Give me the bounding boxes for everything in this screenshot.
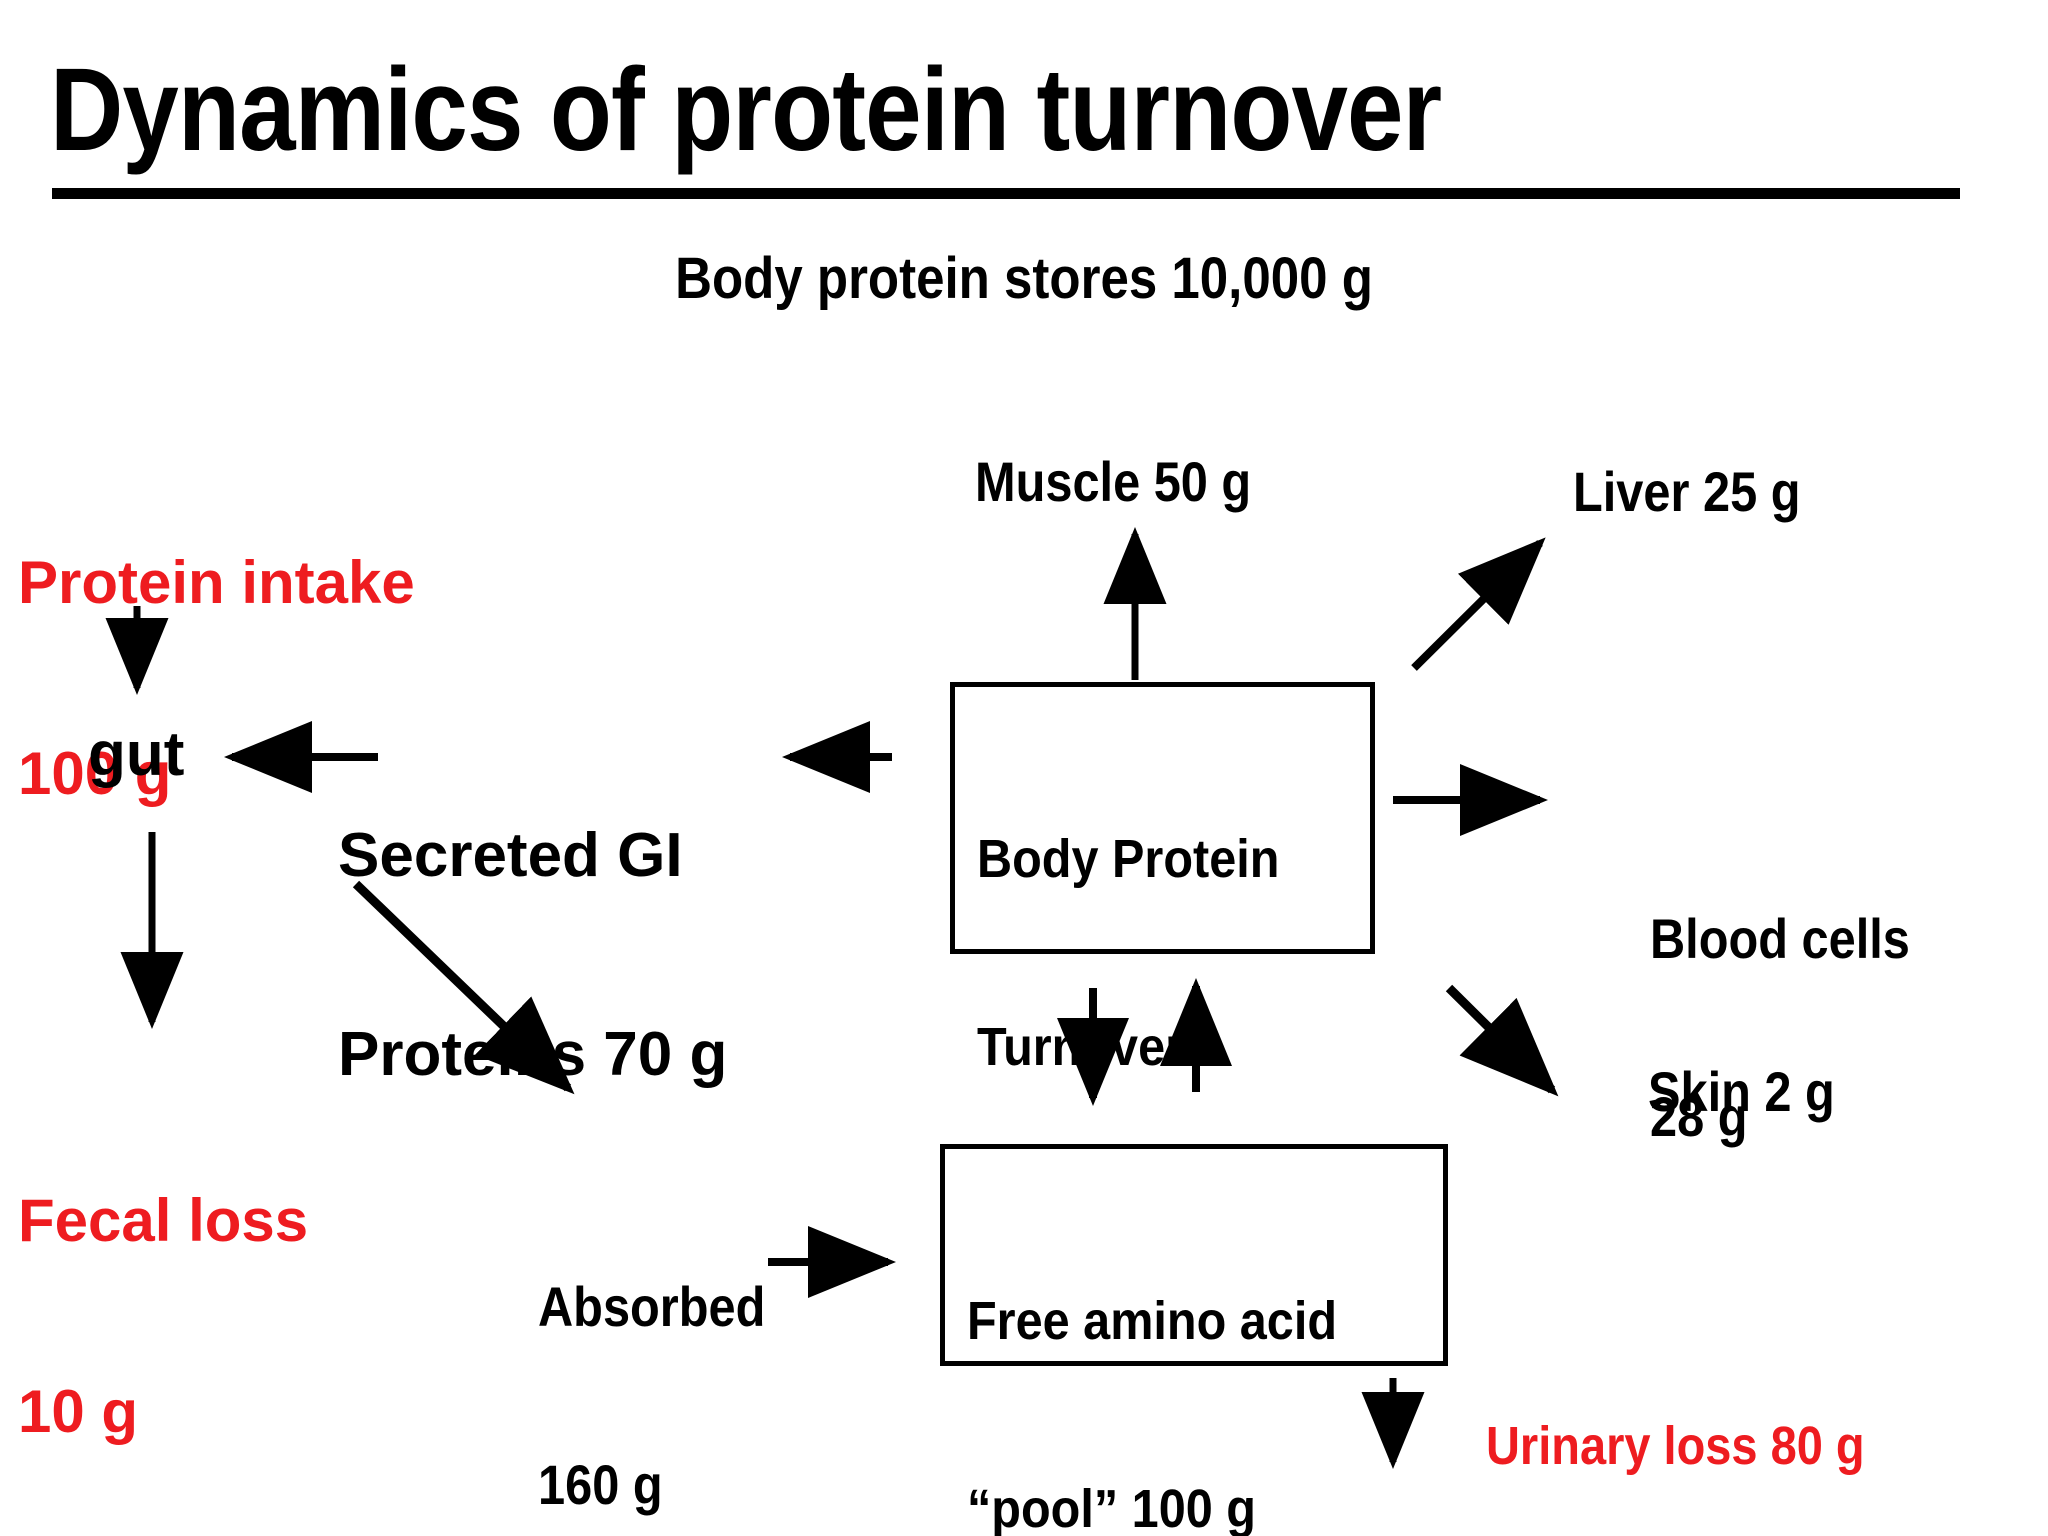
node-secreted-gi-proteins: Secreted GI Proteins 70 g [338, 690, 727, 1221]
box-pool-text: Free amino acid “pool” 100 g [967, 1165, 1337, 1536]
absorbed-line2: 160 g [538, 1452, 663, 1516]
turnover-line1: Body Protein [977, 829, 1280, 890]
protein-intake-line1: Protein intake [18, 549, 415, 617]
pool-line2: “pool” 100 g [967, 1479, 1256, 1536]
node-liver: Liver 25 g [1573, 460, 1801, 523]
node-protein-intake: Protein intake 100 g [18, 424, 415, 933]
secreted-gi-line2: Proteins 70 g [338, 1019, 728, 1089]
blood-cells-line2: 28 g [1650, 1084, 1748, 1148]
fecal-loss-line2: 10 g [18, 1377, 139, 1445]
node-absorbed: Absorbed 160 g [538, 1158, 765, 1536]
title-underline [52, 188, 1960, 199]
box-free-amino-acid-pool: Free amino acid “pool” 100 g [940, 1144, 1448, 1536]
node-gut: gut [88, 720, 185, 789]
blood-cells-line1: Blood cells [1650, 906, 1910, 970]
turnover-line2: Turnover [977, 1017, 1185, 1078]
page-title: Dynamics of protein turnover [50, 44, 1442, 176]
subtitle-body-protein-stores: Body protein stores 10,000 g [675, 246, 1373, 311]
box-body-protein-turnover: Body Protein Turnover 250 g [950, 682, 1375, 1265]
secreted-gi-line1: Secreted GI [338, 820, 683, 890]
absorbed-line1: Absorbed [538, 1274, 766, 1338]
arrow-turnover-to-skin [1445, 984, 1559, 1097]
node-muscle: Muscle 50 g [975, 450, 1252, 513]
node-blood-cells: Blood cells 28 g [1650, 790, 1910, 1265]
fecal-loss-line1: Fecal loss [18, 1187, 309, 1255]
node-urinary-loss: Urinary loss 80 g [1486, 1416, 1865, 1476]
node-skin: Skin 2 g [1648, 1060, 1835, 1123]
node-fecal-loss: Fecal loss 10 g [18, 1062, 308, 1536]
arrow-turnover-to-liver [1411, 537, 1546, 671]
pool-line1: Free amino acid [967, 1291, 1338, 1352]
protein-intake-line2: 100 g [18, 739, 172, 807]
